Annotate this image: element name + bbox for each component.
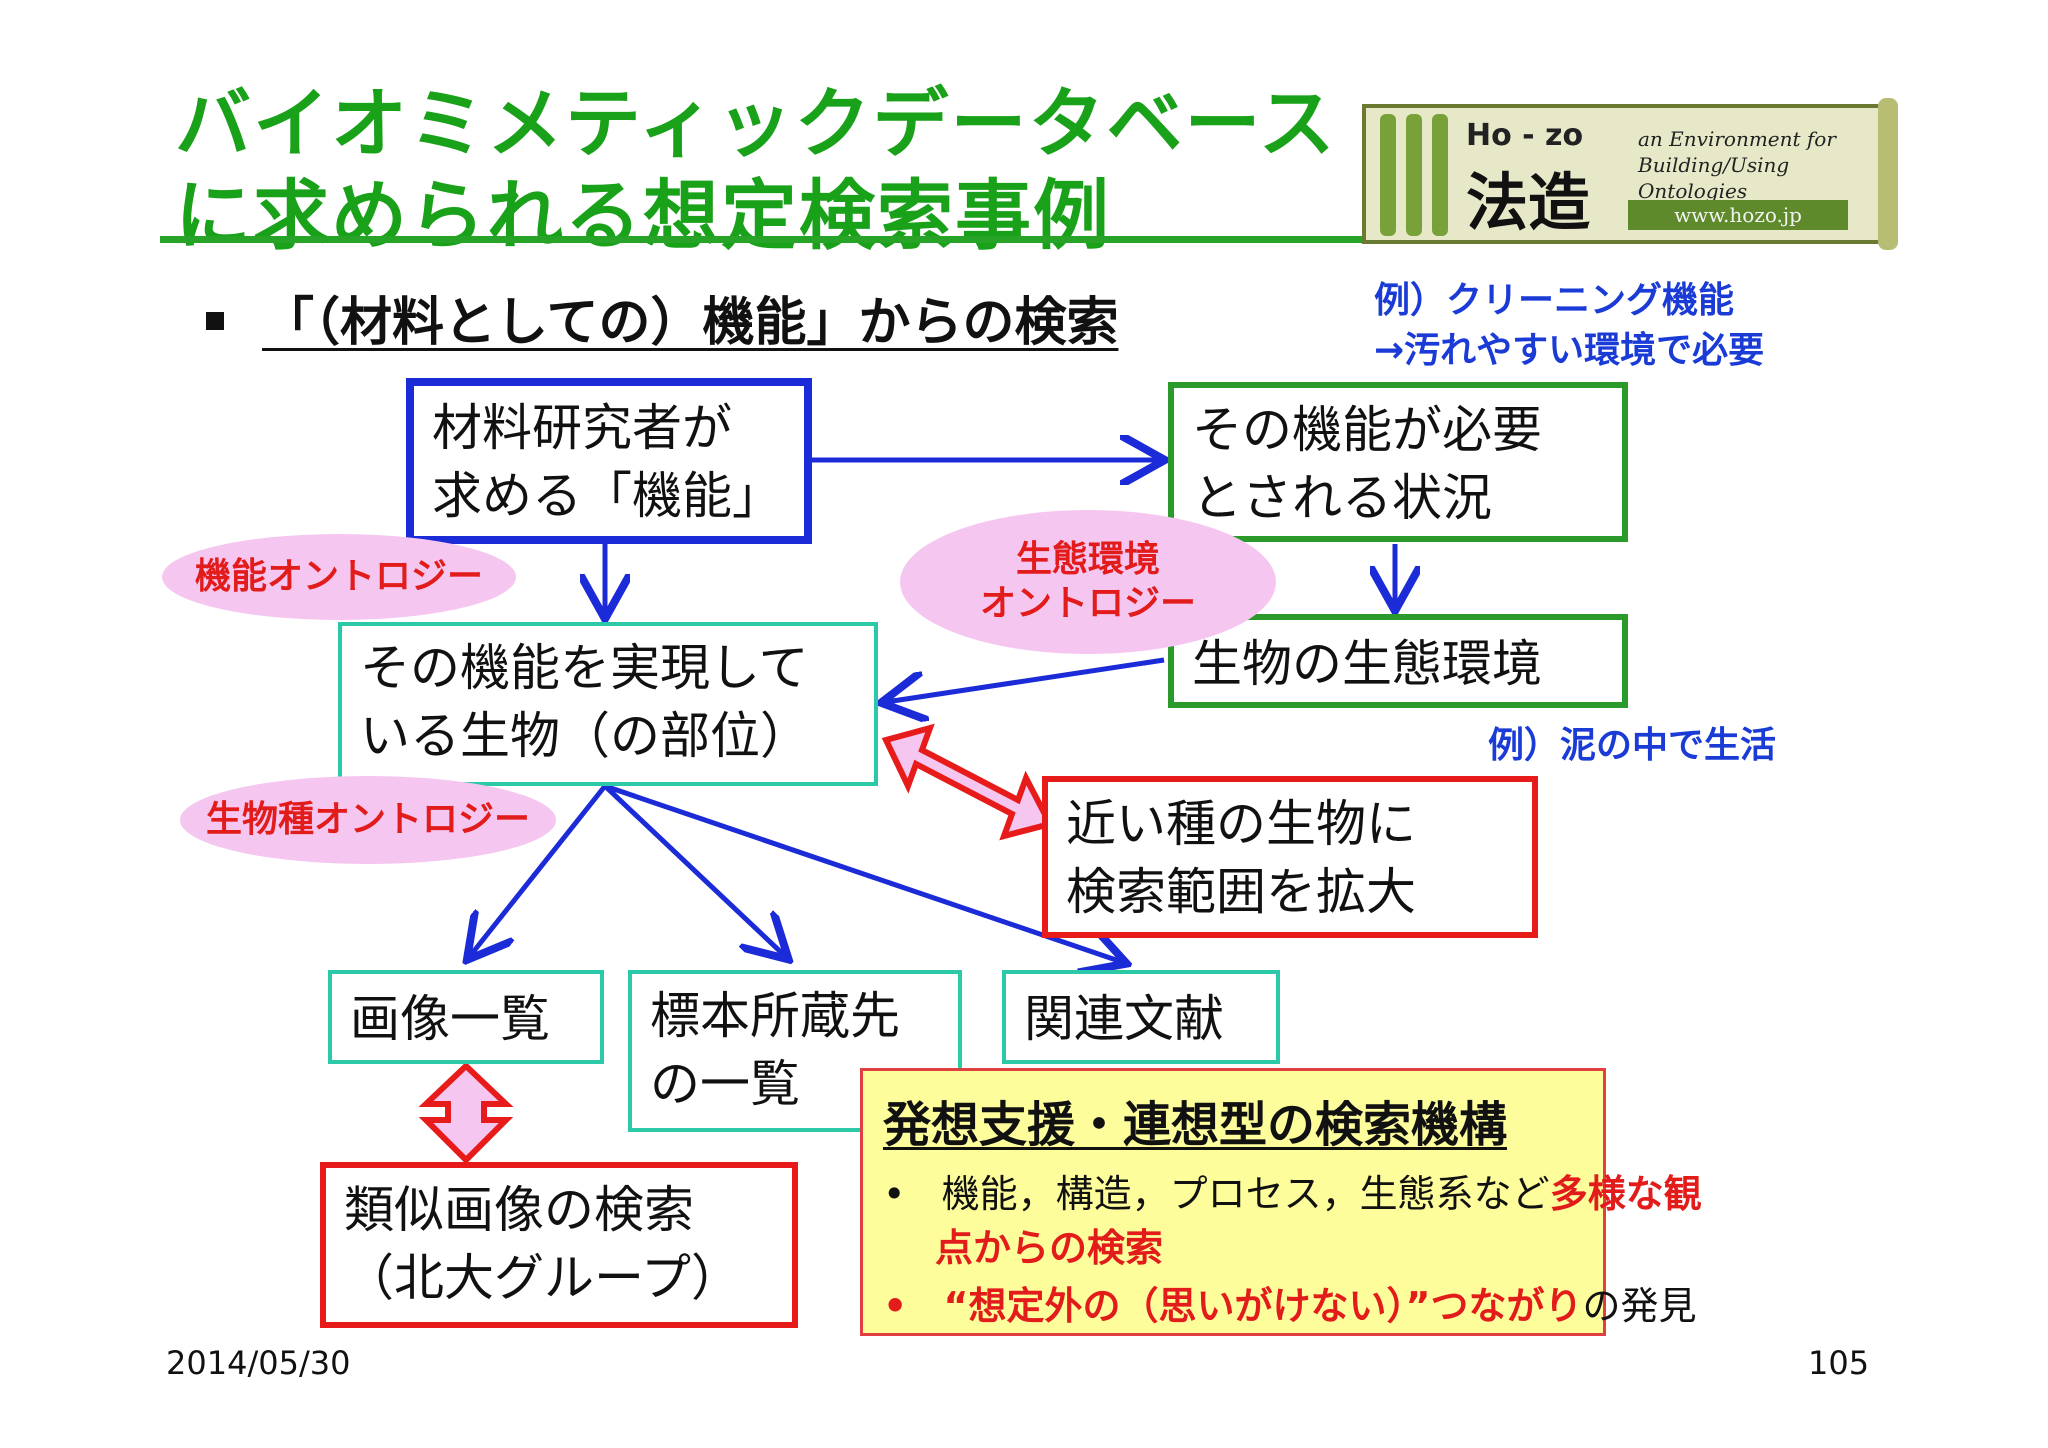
ontology-ecology-line-2: オントロジー	[979, 583, 1196, 624]
ontology-ecology-line-1: 生態環境	[1015, 539, 1160, 580]
callout-bullet-1: • 機能，構造，プロセス，生態系など多様な観	[883, 1163, 1702, 1218]
callout-heading: 発想支援・連想型の検索機構	[883, 1097, 1508, 1153]
callout-bullet-1-red: 多様な観	[1549, 1172, 1702, 1216]
hozo-logo: Ho - zo 法造 an Environment for Building/U…	[1362, 98, 1898, 250]
box-researcher-line-1: 材料研究者が	[432, 399, 732, 457]
title-line-2: に求められる想定検索事例	[175, 171, 1111, 260]
arrow-organism-to-images	[470, 784, 607, 956]
box-situation-line-1: その機能が必要	[1192, 401, 1542, 459]
bullet-icon: •	[883, 1172, 906, 1216]
box-expand-line-2: 検索範囲を拡大	[1066, 863, 1416, 921]
logo-tagline: an Environment for Building/Using Ontolo…	[1638, 126, 1886, 204]
example-note-top-line-1: 例）クリーニング機能	[1374, 280, 1735, 321]
ellipse-function-ontology: 機能オントロジー	[162, 534, 516, 620]
bamboo-icon	[1406, 114, 1422, 236]
box-similar-line-2: （北大グループ）	[344, 1249, 741, 1307]
arrow-organism-to-literature	[604, 783, 1122, 962]
box-literature-text: 関連文献	[1024, 990, 1224, 1048]
slide-title: バイオミメティックデータベース に求められる想定検索事例	[175, 78, 1337, 262]
square-bullet-icon	[206, 312, 224, 330]
example-note-mid: 例）泥の中で生活	[1488, 725, 1777, 766]
box-similar-line-1: 類似画像の検索	[344, 1181, 694, 1239]
box-specimen-line-2: の一覧	[650, 1055, 800, 1113]
bullet-icon: •	[883, 1284, 908, 1328]
footer-date: 2014/05/30	[166, 1344, 351, 1382]
arrow-ecology-to-organism	[886, 657, 1165, 702]
logo-kanji: 法造	[1466, 166, 1591, 239]
scroll-end-icon	[1878, 98, 1898, 250]
box-image-list: 画像一覧	[328, 970, 604, 1064]
title-line-1: バイオミメティックデータベース	[175, 79, 1337, 168]
callout-bullet-1-normal: 機能，構造，プロセス，生態系など	[941, 1172, 1550, 1216]
subtitle: 「（材料としての）機能」からの検索	[262, 293, 1119, 353]
bamboo-icon	[1380, 114, 1396, 236]
box-similar-image-search: 類似画像の検索 （北大グループ）	[320, 1162, 798, 1328]
box-ecology: 生物の生態環境	[1168, 614, 1628, 708]
callout-bullet-1-red-line-2: 点からの検索	[935, 1226, 1164, 1270]
box-researcher-function: 材料研究者が 求める「機能」	[406, 378, 812, 544]
double-arrow-organism-expand	[881, 723, 1055, 841]
box-expand-line-1: 近い種の生物に	[1066, 795, 1416, 853]
arrow-organism-to-specimen	[603, 784, 785, 956]
title-underline-rule	[160, 236, 1880, 243]
callout-bullet-2-normal: の発見	[1582, 1284, 1697, 1328]
box-expand-search: 近い種の生物に 検索範囲を拡大	[1042, 776, 1538, 938]
logo-tagline-line-2: Building/Using Ontologies	[1638, 153, 1790, 203]
ellipse-species-ontology: 生物種オントロジー	[180, 776, 556, 864]
ontology-function-label: 機能オントロジー	[194, 556, 483, 597]
box-images-text: 画像一覧	[350, 990, 550, 1048]
callout-search-mechanism: 発想支援・連想型の検索機構 • 機能，構造，プロセス，生態系など多様な観 点から…	[860, 1068, 1702, 1336]
logo-ho-zo: Ho - zo	[1466, 118, 1584, 153]
box-organism: その機能を実現して いる生物（の部位）	[338, 622, 878, 786]
box-literature: 関連文献	[1002, 970, 1280, 1064]
box-specimen-line-1: 標本所蔵先	[650, 987, 900, 1045]
bamboo-icon	[1432, 114, 1448, 236]
logo-tagline-line-1: an Environment for	[1638, 127, 1836, 151]
example-note-top: 例）クリーニング機能 →汚れやすい環境で必要	[1374, 276, 1764, 376]
logo-url: www.hozo.jp	[1628, 200, 1848, 230]
example-note-top-line-2: →汚れやすい環境で必要	[1374, 330, 1765, 371]
box-organism-line-2: いる生物（の部位）	[360, 707, 810, 765]
box-required-situation: その機能が必要 とされる状況	[1168, 382, 1628, 542]
box-ecology-text: 生物の生態環境	[1192, 635, 1542, 693]
ontology-species-label: 生物種オントロジー	[205, 799, 530, 840]
box-researcher-line-2: 求める「機能」	[432, 467, 782, 525]
footer-page-number: 105	[1808, 1344, 1870, 1382]
callout-bullet-2-red: “想定外の（思いがけない）”つながり	[943, 1284, 1583, 1328]
double-arrow-images-similar	[418, 1061, 514, 1165]
ellipse-ecology-ontology: 生態環境 オントロジー	[900, 510, 1276, 654]
box-situation-line-2: とされる状況	[1192, 469, 1492, 527]
box-organism-line-1: その機能を実現して	[360, 639, 809, 697]
callout-bullet-2: • “想定外の（思いがけない）”つながりの発見	[883, 1275, 1697, 1330]
